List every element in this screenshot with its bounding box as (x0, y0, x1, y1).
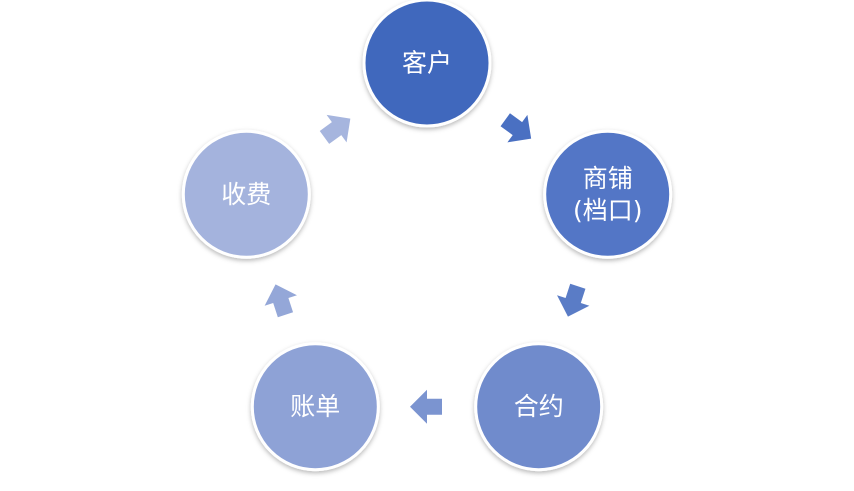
node-customer-circle (362, 0, 492, 128)
node-customer-label-0: 客户 (402, 49, 452, 78)
arrows-layer (264, 113, 590, 424)
node-bill-label-0: 账单 (290, 392, 340, 421)
node-shop: 商铺 (档口) (543, 129, 673, 259)
arrow-fee-to-customer-icon (319, 114, 351, 144)
node-customer: 客户 (362, 0, 492, 128)
node-fee-label-0: 收费 (221, 180, 271, 209)
node-bill-circle (250, 342, 380, 472)
node-shop-label-1: (档口) (573, 196, 643, 225)
arrow-shop-to-contract-icon (557, 283, 590, 317)
node-fee: 收费 (181, 129, 311, 259)
node-contract-circle (474, 342, 604, 472)
node-bill: 账单 (250, 342, 380, 472)
node-contract-label-0: 合约 (514, 392, 564, 421)
arrow-bill-to-fee-icon (264, 284, 297, 318)
node-fee-circle (181, 129, 311, 259)
arrow-contract-to-bill-icon (410, 389, 442, 424)
node-contract: 合约 (474, 342, 604, 472)
arrow-customer-to-shop-icon (500, 113, 532, 143)
node-shop-label-0: 商铺 (583, 164, 633, 193)
node-shop-circle (543, 129, 673, 259)
